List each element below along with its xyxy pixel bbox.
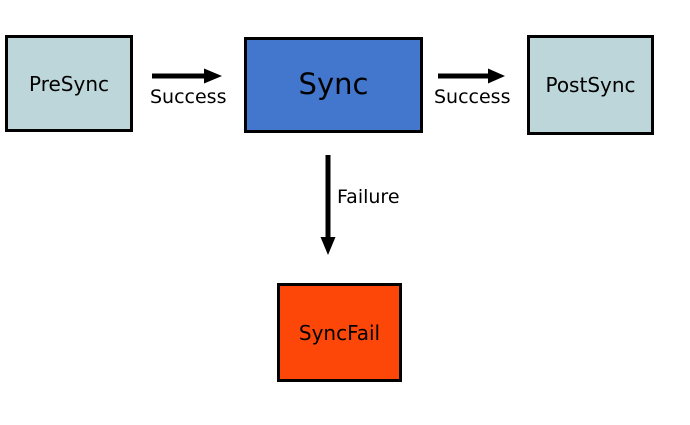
node-postsync-label: PostSync	[545, 73, 636, 97]
arrow-head	[320, 237, 336, 255]
arrow-sync-to-postsync	[438, 68, 505, 84]
arrow-head	[204, 68, 222, 84]
arrow-sync-to-syncfail	[320, 155, 336, 255]
arrow-presync-to-sync	[152, 68, 222, 84]
node-sync: Sync	[244, 37, 423, 133]
node-presync: PreSync	[5, 35, 133, 132]
node-sync-label: Sync	[298, 67, 369, 102]
arrow-head	[488, 68, 505, 84]
node-postsync: PostSync	[527, 35, 654, 135]
node-presync-label: PreSync	[29, 71, 109, 96]
edge-label-presync-to-sync: Success	[150, 86, 227, 108]
node-syncfail-label: SyncFail	[298, 320, 381, 345]
node-syncfail: SyncFail	[277, 283, 402, 382]
edge-label-sync-to-syncfail: Failure	[337, 186, 400, 208]
edge-label-sync-to-postsync: Success	[434, 86, 511, 108]
